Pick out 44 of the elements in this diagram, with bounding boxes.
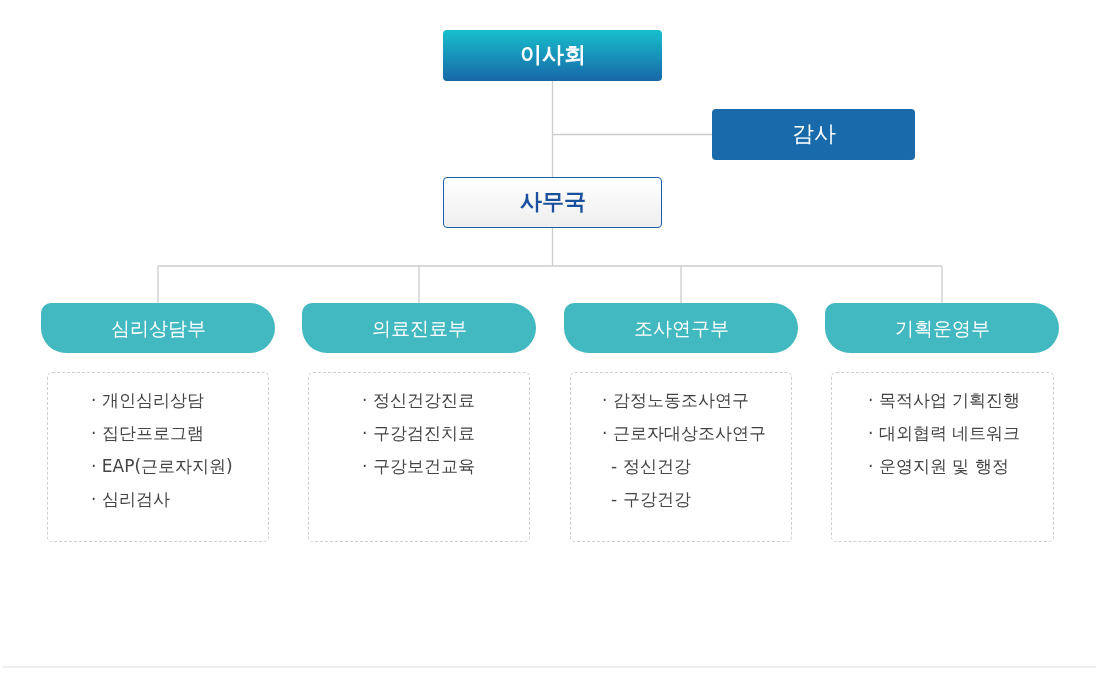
duties-panel: [570, 372, 792, 542]
unit-name: 이사회: [519, 42, 586, 69]
list-item: · 구강보건교육: [362, 456, 475, 476]
secretariat-box: [443, 177, 662, 228]
list-item: - 구강건강: [611, 489, 691, 509]
department-tab: [825, 303, 1059, 353]
list-item: · 감정노동조사연구: [602, 390, 749, 410]
connector-line: [680, 265, 682, 304]
list-item: · 근로자대상조사연구: [602, 423, 766, 443]
board-box: [443, 30, 662, 81]
list-item: · 운영지원 및 행정: [868, 456, 1009, 476]
list-item: · 정신건강진료: [362, 390, 475, 410]
list-item: · 심리검사: [91, 489, 170, 509]
department-name: 의료진료부: [371, 316, 467, 340]
department-name: 기획운영부: [894, 316, 990, 340]
duties-panel: [308, 372, 530, 542]
connector-line: [418, 265, 554, 267]
list-item: · 목적사업 기획진행: [868, 390, 1021, 410]
connector-line: [941, 265, 943, 304]
duties-panel: [831, 372, 1054, 542]
duties-panel: [47, 372, 269, 542]
department-name: 조사연구부: [633, 316, 729, 340]
auditor-box: [712, 109, 915, 160]
list-item: - 정신건강: [611, 456, 691, 476]
department-tab: [564, 303, 798, 353]
connector-line: [680, 265, 943, 267]
list-item: · 개인심리상담: [91, 390, 204, 410]
list-item: · 대외협력 네트워크: [868, 423, 1021, 443]
connector-line: [157, 265, 159, 304]
unit-name: 감사: [791, 121, 836, 148]
department-tab: [41, 303, 275, 353]
list-item: · 구강검진치료: [362, 423, 475, 443]
connector-line: [418, 265, 420, 304]
list-item: · 집단프로그램: [91, 423, 204, 443]
connector-line: [551, 265, 682, 267]
connector-line: [551, 133, 713, 136]
list-item: · EAP(근로자지원): [91, 456, 233, 476]
connector-line: [551, 80, 554, 136]
connector-line: [551, 227, 554, 267]
department-name: 심리상담부: [110, 316, 206, 340]
connector-line: [551, 133, 554, 178]
department-tab: [302, 303, 536, 353]
connector-line: [157, 265, 420, 267]
unit-name: 사무국: [519, 189, 586, 216]
